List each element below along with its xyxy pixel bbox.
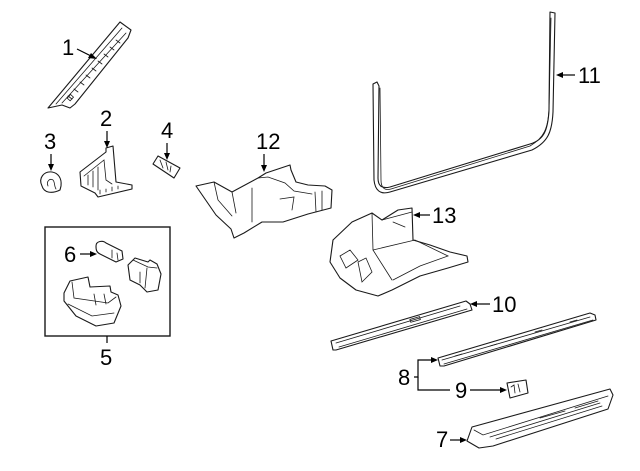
callout-3: 3 (44, 129, 56, 171)
part-2-lower-pillar-panel[interactable] (79, 145, 133, 198)
callout-7: 7 (436, 427, 467, 452)
part-7-scuff-plate[interactable] (466, 388, 614, 449)
callout-5: 5 (100, 336, 112, 370)
group-5-lamp-assembly[interactable] (44, 226, 171, 337)
part-1-pillar-trim[interactable] (47, 21, 132, 109)
callout-label-13: 13 (432, 203, 456, 228)
callout-label-11: 11 (578, 63, 601, 88)
callout-4: 4 (161, 118, 173, 160)
callout-2: 2 (100, 106, 112, 148)
callout-label-3: 3 (44, 129, 56, 154)
callout-12: 12 (256, 129, 280, 172)
callout-label-12: 12 (256, 129, 280, 154)
callout-label-2: 2 (100, 106, 112, 131)
part-4-retainer-clip[interactable] (152, 155, 181, 179)
callout-13: 13 (413, 203, 456, 228)
part-9-clip[interactable] (506, 379, 529, 399)
callout-label-7: 7 (436, 427, 448, 452)
part-11-weatherstrip[interactable] (372, 11, 556, 194)
callout-label-6: 6 (64, 242, 76, 267)
callout-label-4: 4 (161, 118, 173, 143)
callout-label-8: 8 (398, 365, 410, 390)
callout-label-10: 10 (492, 292, 516, 317)
callout-label-5: 5 (100, 345, 112, 370)
callout-8-9: 8 9 (398, 357, 507, 403)
callout-6: 6 (64, 242, 97, 267)
callout-1: 1 (62, 35, 97, 60)
part-3-grommet[interactable] (40, 171, 62, 193)
part-8-sill-plate[interactable] (437, 312, 597, 367)
part-12-footwell-panel-left[interactable] (195, 164, 333, 239)
callout-11: 11 (556, 63, 601, 88)
callout-label-1: 1 (62, 35, 74, 60)
part-10-sill-strip[interactable] (330, 300, 473, 351)
callout-label-9: 9 (455, 378, 467, 403)
part-13-footwell-panel-right[interactable] (329, 207, 469, 297)
callout-10: 10 (470, 292, 516, 317)
